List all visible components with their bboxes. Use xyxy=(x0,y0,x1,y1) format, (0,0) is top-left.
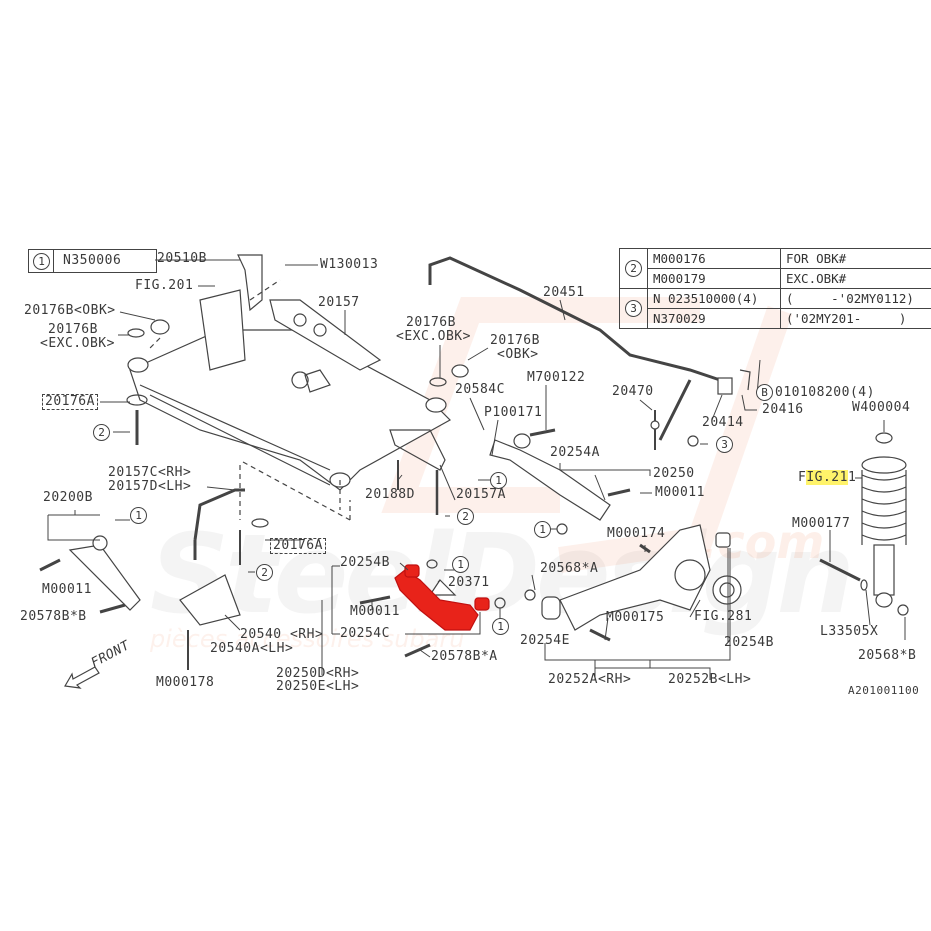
part-label[interactable]: M000177 xyxy=(792,516,851,531)
part-cell: N 023510000(4) xyxy=(647,288,781,309)
part-label[interactable]: 20250E<LH> xyxy=(276,679,360,694)
part-label[interactable]: 20510B xyxy=(157,251,207,266)
part-label[interactable]: M700122 xyxy=(527,370,586,385)
part-label-note: <OBK> xyxy=(497,347,539,362)
part-label[interactable]: 20584C xyxy=(455,382,505,397)
callout-1: 1 xyxy=(534,521,551,538)
part-label[interactable]: M00011 xyxy=(42,582,92,597)
callout-1: 1 xyxy=(130,507,147,524)
callout-3: 3 xyxy=(625,300,642,317)
part-label[interactable]: 20157C<RH> xyxy=(108,465,192,480)
rear-knuckle xyxy=(559,524,711,631)
part-label[interactable]: 20540A<LH> xyxy=(210,641,294,656)
part-label[interactable]: M000178 xyxy=(156,675,215,690)
fig-link[interactable]: FIG.201 xyxy=(135,278,194,293)
callout-1: 1 xyxy=(452,556,469,573)
note-cell: EXC.OBK# xyxy=(780,268,931,289)
part-label-note: <EXC.OBK> xyxy=(396,329,471,344)
part-label[interactable]: 20188D xyxy=(365,487,415,502)
part-label-note: <EXC.OBK> xyxy=(40,336,115,351)
note-cell: ('02MY201- ) xyxy=(780,308,931,329)
fig-prefix: F xyxy=(798,470,807,485)
highlighted-part-upper-arm-20254 xyxy=(394,564,490,631)
part-label[interactable]: 010108200(4) xyxy=(775,385,875,400)
fig-suffix: 1 xyxy=(847,470,857,485)
callout-1: 1 xyxy=(33,253,50,270)
part-label[interactable]: 20470 xyxy=(612,384,654,399)
part-label[interactable]: M00011 xyxy=(655,485,705,500)
callout-1: 1 xyxy=(492,618,509,635)
part-label[interactable]: 20176A xyxy=(270,538,326,554)
part-label[interactable]: P100171 xyxy=(484,405,543,420)
part-label[interactable]: L33505X xyxy=(820,624,879,639)
part-label[interactable]: 20157A xyxy=(456,487,506,502)
callout-3: 3 xyxy=(716,436,733,453)
part-label[interactable]: M000174 xyxy=(607,526,666,541)
callout-2: 2 xyxy=(93,424,110,441)
fig-link-211[interactable]: FIG.211 xyxy=(798,470,857,485)
part-label[interactable]: 20252A<RH> xyxy=(548,672,632,687)
table-row: 3 N 023510000(4)( -'02MY0112) xyxy=(619,288,931,329)
legend-part: N350006 xyxy=(63,253,122,268)
part-label[interactable]: W130013 xyxy=(320,257,379,272)
diagram-id: A201001100 xyxy=(848,684,920,697)
part-label[interactable]: 20176A xyxy=(42,394,98,410)
part-cell: N370029 xyxy=(647,308,781,329)
stabilizer-bar-20451 xyxy=(428,256,721,441)
subframe-20157 xyxy=(127,289,451,491)
callout-2: 2 xyxy=(256,564,273,581)
watermark-tagline: pièces accessoires subaru xyxy=(150,625,465,653)
part-label[interactable]: 20568*B xyxy=(858,648,917,663)
note-cell: ( -'02MY0112) xyxy=(780,288,931,309)
part-label[interactable]: 20414 xyxy=(702,415,744,430)
part-label[interactable]: 20176B<OBK> xyxy=(24,303,116,318)
callout-1: 1 xyxy=(490,472,507,489)
lateral-link-20250 xyxy=(489,439,611,521)
shock-absorber xyxy=(819,432,909,616)
part-label[interactable]: 20250D<RH> xyxy=(276,666,360,681)
callout-b: B xyxy=(756,384,773,401)
fig-highlight: IG.21 xyxy=(806,470,848,485)
table-row: N370029('02MY201- ) xyxy=(620,308,931,329)
part-label[interactable]: M00011 xyxy=(350,604,400,619)
part-label[interactable]: 20176B xyxy=(48,322,98,337)
callout-2: 2 xyxy=(457,508,474,525)
legend-ref-1: 1 N350006 xyxy=(28,249,157,273)
part-label[interactable]: 20157D<LH> xyxy=(108,479,192,494)
part-label[interactable]: 20157 xyxy=(318,295,360,310)
part-label[interactable]: M000175 xyxy=(606,610,665,625)
bushing-icon xyxy=(150,319,170,335)
part-cell: M000176 xyxy=(647,248,781,269)
part-label[interactable]: 20540 <RH> xyxy=(240,627,324,642)
part-label[interactable]: 20254E xyxy=(520,633,570,648)
part-label[interactable]: 20176B xyxy=(406,315,456,330)
part-label[interactable]: 20250 xyxy=(653,466,695,481)
part-label[interactable]: 20254B xyxy=(724,635,774,650)
part-label[interactable]: 20578B*A xyxy=(431,649,498,664)
part-label[interactable]: 20176B xyxy=(490,333,540,348)
callout-2: 2 xyxy=(625,260,642,277)
logo-watermark xyxy=(381,297,793,573)
front-arrow-icon xyxy=(64,666,100,689)
part-cell: M000179 xyxy=(647,268,781,289)
note-cell: FOR OBK# xyxy=(780,248,931,269)
part-label[interactable]: 20371 xyxy=(448,575,490,590)
part-label[interactable]: W400004 xyxy=(852,400,911,415)
part-label[interactable]: 20254A xyxy=(550,445,600,460)
part-label[interactable]: 20200B xyxy=(43,490,93,505)
part-label[interactable]: 20416 xyxy=(762,402,804,417)
part-label[interactable]: 20578B*B xyxy=(20,609,87,624)
part-label[interactable]: 20254B xyxy=(340,555,390,570)
part-label[interactable]: 20451 xyxy=(543,285,585,300)
part-label[interactable]: 20252B<LH> xyxy=(668,672,752,687)
fig-link[interactable]: FIG.281 xyxy=(694,609,753,624)
part-label[interactable]: 20568*A xyxy=(540,561,599,576)
part-label[interactable]: 20254C xyxy=(340,626,390,641)
